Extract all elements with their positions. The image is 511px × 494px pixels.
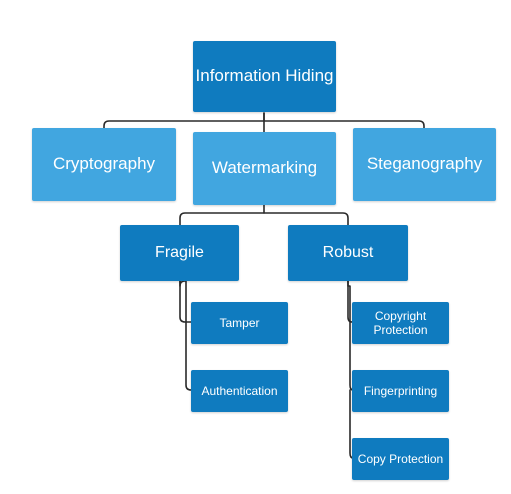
node-label: Watermarking bbox=[211, 158, 318, 178]
node-label: Information Hiding bbox=[195, 66, 334, 86]
node-label: Copyright Protection bbox=[373, 308, 428, 337]
node-label: Cryptography bbox=[52, 154, 156, 174]
connector-frag-to-tamper bbox=[179, 280, 192, 323]
node-label: Fragile bbox=[155, 244, 204, 262]
node-fingerprinting: Fingerprinting bbox=[352, 370, 449, 412]
node-robust: Robust bbox=[288, 225, 408, 281]
node-fragile: Fragile bbox=[120, 225, 239, 281]
node-label: Tamper bbox=[219, 315, 260, 330]
connector-water-to-robust bbox=[263, 212, 349, 226]
node-copy-protection: Copy Protection bbox=[352, 438, 449, 480]
node-label: Authentication bbox=[201, 383, 278, 398]
node-authentication: Authentication bbox=[191, 370, 288, 412]
node-cryptography: Cryptography bbox=[32, 128, 176, 201]
node-watermarking: Watermarking bbox=[193, 132, 336, 205]
node-tamper: Tamper bbox=[191, 302, 288, 344]
connector-water-to-frag bbox=[179, 204, 265, 226]
node-label: Robust bbox=[322, 244, 374, 262]
node-copyright-protection: Copyright Protection bbox=[352, 302, 449, 344]
connector-info-to-crypt bbox=[103, 112, 265, 129]
connector-info-to-steg bbox=[263, 120, 425, 129]
node-steganography: Steganography bbox=[353, 128, 496, 201]
connector-frag-to-auth bbox=[179, 280, 192, 391]
connector-robust-to-copyr bbox=[347, 280, 353, 323]
node-label: Copy Protection bbox=[357, 451, 444, 466]
node-label: Fingerprinting bbox=[363, 383, 438, 398]
node-information-hiding: Information Hiding bbox=[193, 41, 336, 112]
node-label: Steganography bbox=[366, 154, 483, 174]
